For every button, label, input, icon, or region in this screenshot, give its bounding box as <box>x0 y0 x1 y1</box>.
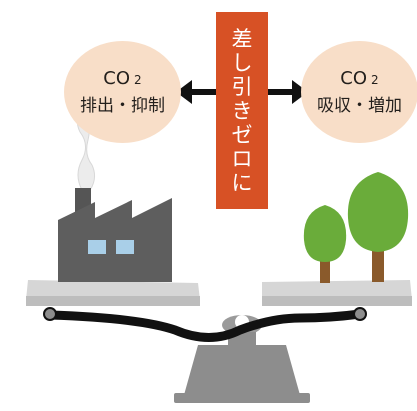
arrow-left-icon <box>176 80 216 104</box>
banner-char: し <box>231 50 253 75</box>
emission-reduction-label: 排出・抑制 <box>80 95 165 116</box>
tree-icon <box>303 172 409 283</box>
banner-char: 差 <box>231 26 253 51</box>
arrow-right-icon <box>268 80 308 104</box>
factory-icon <box>58 109 172 282</box>
co2-subscript: 2 <box>134 72 142 87</box>
co2-subscript: 2 <box>371 72 379 87</box>
banner-char: き <box>231 98 253 123</box>
banner-char: 引 <box>231 74 253 99</box>
net-zero-banner: 差 し 引 き ゼ ロ に <box>216 12 268 209</box>
balance-scale-icon <box>26 280 412 403</box>
banner-char: ゼ <box>231 122 253 147</box>
banner-char: ロ <box>231 146 253 171</box>
absorption-increase-label: 吸収・増加 <box>317 95 402 116</box>
co2-text: CO <box>103 67 131 89</box>
banner-char: に <box>231 170 253 195</box>
co2-text: CO <box>340 67 368 89</box>
